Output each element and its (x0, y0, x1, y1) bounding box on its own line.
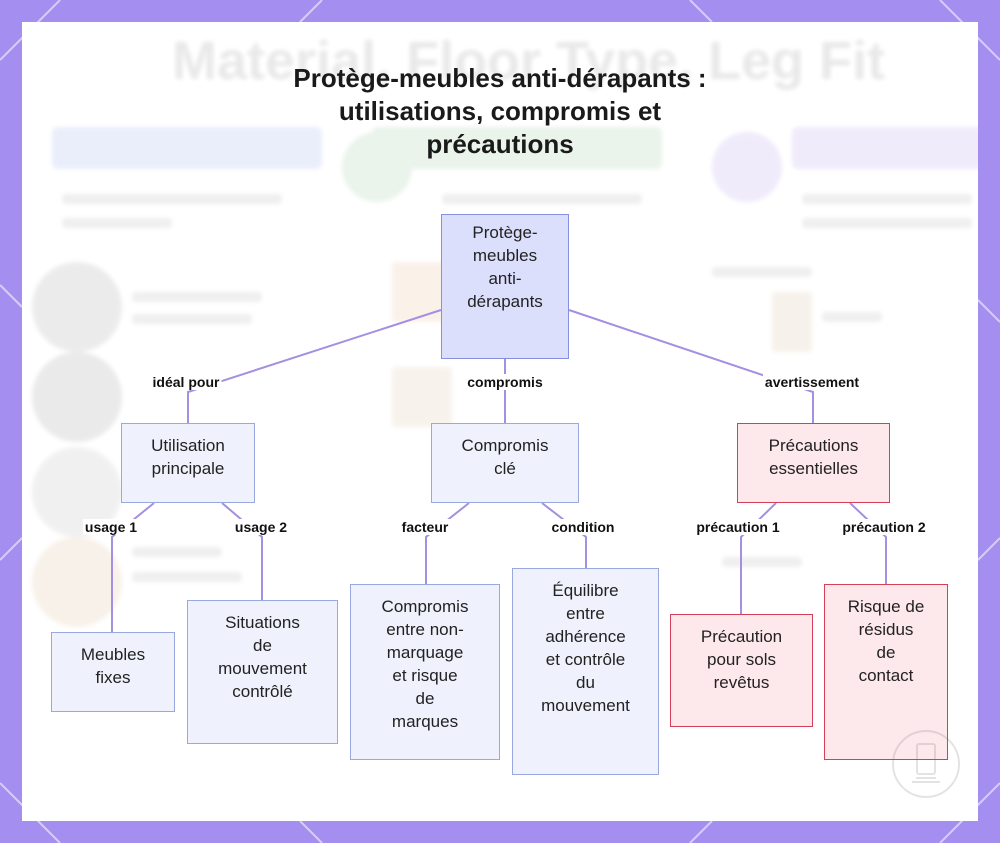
edge-use-2 (221, 502, 263, 600)
edge-label-precaution-1: précaution 1 (694, 519, 782, 535)
edge-label-precaution-2: précaution 2 (840, 519, 928, 535)
title-line-1: Protège-meubles anti-dérapants : (293, 63, 707, 93)
node-essential-precautions: Précautions essentielles (737, 423, 890, 503)
watermark-logo-icon (892, 730, 960, 798)
node-residue-risk: Risque de résidus de contact (824, 584, 948, 760)
node-controlled-movement: Situations de mouvement contrôlé (187, 600, 338, 744)
node-main-usage: Utilisation principale (121, 423, 255, 503)
edge-label-warning: avertissement (762, 374, 862, 390)
edge-label-tradeoff: compromis (465, 374, 545, 390)
edge-label-ideal-for: idéal pour (150, 374, 222, 390)
background-ghost-graphics (22, 22, 978, 821)
edge-condition (541, 502, 587, 568)
background-ghost-title: Material, Floor Type, Leg Fit (172, 31, 886, 91)
edge-precaution-2 (849, 502, 887, 584)
node-coated-floors: Précaution pour sols revêtus (670, 614, 813, 727)
edge-ideal-for (187, 309, 442, 423)
edge-use-1 (111, 502, 155, 632)
diagram-panel: Material, Floor Type, Leg Fit (22, 22, 978, 821)
edge-label-condition: condition (549, 519, 617, 535)
edge-warning (568, 309, 814, 423)
node-key-tradeoff: Compromis clé (431, 423, 579, 503)
edge-factor (425, 502, 470, 584)
diagram-title: Protège-meubles anti-dérapants : utilisa… (200, 62, 800, 161)
edge-precaution-1 (740, 502, 777, 614)
node-grip-balance: Équilibre entre adhérence et contrôle du… (512, 568, 659, 775)
edge-label-use-1: usage 1 (82, 519, 140, 535)
edge-label-factor: facteur (399, 519, 451, 535)
node-fixed-furniture: Meubles fixes (51, 632, 175, 712)
title-line-3: précautions (426, 129, 574, 160)
node-root: Protège- meubles anti- dérapants (441, 214, 569, 359)
title-line-2: utilisations, compromis et (338, 96, 662, 127)
node-nonmarking-tradeoff: Compromis entre non- marquage et risque … (350, 584, 500, 760)
edge-label-use-2: usage 2 (232, 519, 290, 535)
